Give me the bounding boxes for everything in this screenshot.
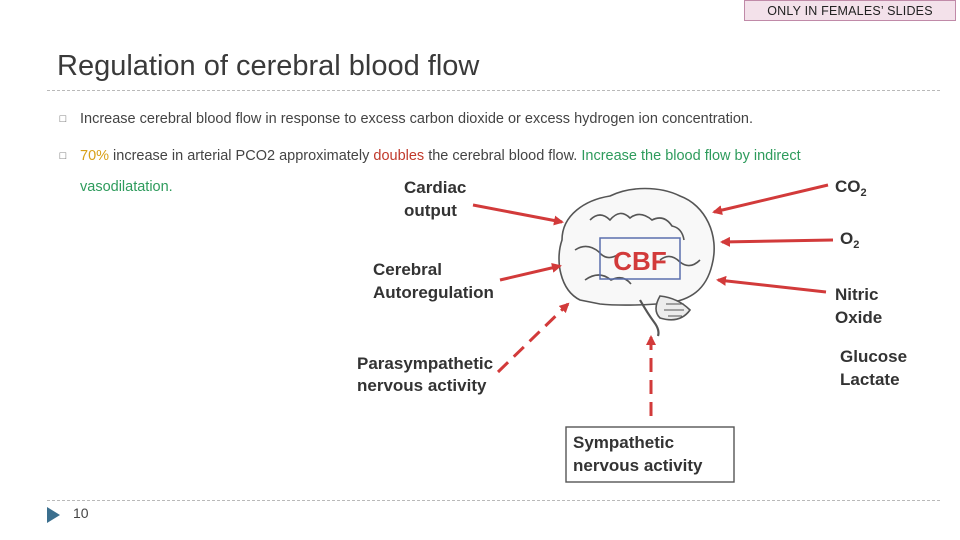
- parasympathetic-arrow: [496, 302, 570, 374]
- sympathetic-box: [565, 426, 735, 483]
- page-number: 10: [73, 505, 89, 521]
- nitric-oxide-arrow: [716, 275, 827, 294]
- nitric-oxide-label: Oxide: [835, 308, 882, 327]
- bullet-2-part: increase in arterial PCO2 approximately: [109, 148, 374, 164]
- parasympathetic-label: nervous activity: [357, 376, 487, 395]
- bullet-marker-icon: □: [59, 113, 67, 125]
- brain-icon: [558, 187, 715, 337]
- cardiac-arrow: [472, 203, 564, 226]
- co2-arrow: [712, 183, 829, 216]
- percent-highlight: 70%: [80, 148, 110, 164]
- cerebral-autoregulation-label: Cerebral: [373, 260, 442, 279]
- females-slides-tag: ONLY IN FEMALES’ SLIDES: [744, 0, 956, 21]
- bullet-text-2-continuation: vasodilatation.: [80, 179, 173, 195]
- bullet-2-part: the cerebral blood flow.: [424, 148, 582, 164]
- parasympathetic-label: Parasympathetic: [357, 354, 493, 373]
- cerebral-autoregulation-label: Autoregulation: [373, 283, 494, 302]
- cardiac-output-label: output: [404, 201, 457, 220]
- bullet-text-1: Increase cerebral blood flow in response…: [80, 111, 754, 127]
- o2-label: O2: [840, 229, 859, 251]
- nitric-oxide-label: Nitric: [835, 285, 878, 304]
- co2-label: CO2: [835, 177, 867, 199]
- vasodilation-highlight: Increase the blood flow by indirect: [581, 148, 801, 164]
- o2-arrow: [720, 236, 834, 247]
- sympathetic-label: Sympathetic: [573, 433, 674, 452]
- autoregulation-arrow: [499, 262, 562, 282]
- footer-divider: [47, 500, 940, 501]
- bullet-marker-icon: □: [59, 150, 67, 162]
- doubles-highlight: doubles: [373, 148, 425, 164]
- cardiac-output-label: Cardiac: [404, 178, 466, 197]
- slide-title: Regulation of cerebral blood flow: [57, 50, 480, 82]
- cbf-label: CBF: [613, 246, 666, 276]
- glucose-lactate-label: Glucose: [840, 347, 907, 366]
- sympathetic-label: nervous activity: [573, 456, 703, 475]
- bullet-text-2: 70% increase in arterial PCO2 approximat…: [80, 141, 801, 171]
- footer-triangle-icon: [47, 507, 60, 523]
- glucose-lactate-label: Lactate: [840, 370, 900, 389]
- cbf-box: [599, 237, 681, 280]
- title-divider: [47, 90, 940, 91]
